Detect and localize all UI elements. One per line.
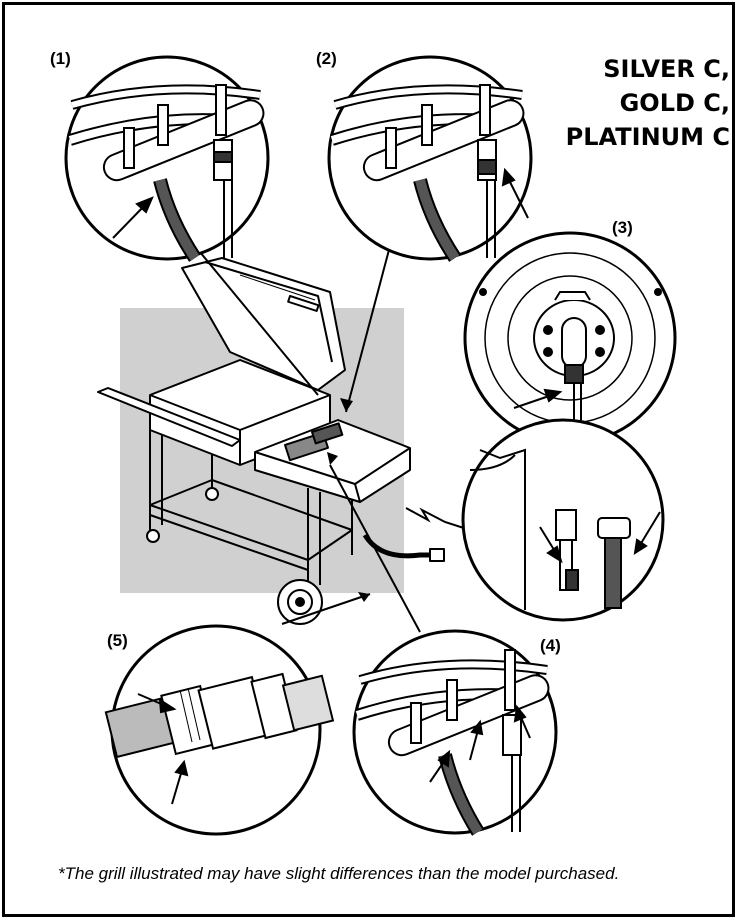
detail-circle-3b — [461, 418, 665, 622]
model-names: SILVER C, GOLD C, PLATINUM C — [540, 52, 730, 154]
footnote: *The grill illustrated may have slight d… — [58, 864, 620, 883]
detail-circle-1 — [64, 55, 270, 262]
detail-circle-5 — [104, 624, 335, 836]
callout-2-label: (2) — [316, 49, 337, 68]
leader-arrowheads — [327, 398, 370, 602]
detail-circle-4 — [352, 629, 558, 836]
model-line-1: SILVER C, — [603, 55, 730, 83]
callout-1-label: (1) — [50, 49, 71, 68]
callout-4-label: (4) — [540, 636, 561, 655]
model-line-3: PLATINUM C — [565, 123, 730, 151]
grill-illustration — [97, 257, 445, 625]
detail-circle-2 — [327, 55, 533, 262]
model-line-2: GOLD C, — [619, 89, 730, 117]
callout-5-label: (5) — [107, 631, 128, 650]
callout-3-label: (3) — [612, 218, 633, 237]
detail-circle-3 — [463, 231, 677, 445]
